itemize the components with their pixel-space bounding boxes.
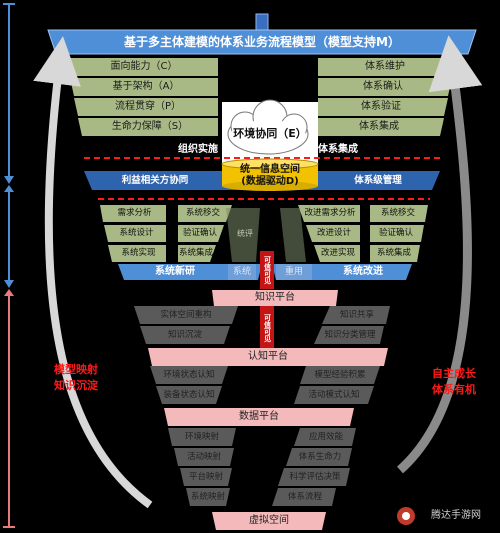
mid-right-item-2: 改进设计 bbox=[316, 228, 351, 239]
band-right-label: 体系级管理 bbox=[354, 175, 402, 187]
cognition-right-1: 模型经验积累 bbox=[314, 369, 366, 380]
watermark-logo bbox=[397, 507, 415, 525]
ghost-mid-label: 系统 bbox=[232, 266, 251, 277]
bar-ghost-left bbox=[228, 264, 256, 280]
data-space-line1: 统一信息空间 bbox=[240, 164, 300, 175]
data-right-3: 科学评估决策 bbox=[289, 471, 341, 482]
middle-ghost-blocks bbox=[226, 208, 306, 262]
data-right-1: 应用效能 bbox=[308, 431, 343, 442]
left-stack-item-1: 面向能力（C） bbox=[110, 61, 178, 72]
data-space-line2: (数据驱动D) bbox=[241, 176, 299, 187]
left-bracket bbox=[3, 3, 15, 528]
cloud-label: 环境协同（E） bbox=[233, 126, 307, 140]
data-left-4: 系统映射 bbox=[190, 491, 225, 502]
cognition-left-1: 环境状态认知 bbox=[163, 369, 215, 380]
org-impl-label: 组织实施 bbox=[178, 144, 218, 155]
data-left-3: 平台映射 bbox=[188, 471, 223, 482]
sys-integ-label: 体系集成 bbox=[318, 144, 358, 155]
mid-left-item-1: 需求分析 bbox=[117, 208, 152, 219]
ghost-right-label: 重用 bbox=[284, 266, 303, 277]
knowledge-left-2: 知识沉淀 bbox=[167, 329, 202, 340]
connector-2 bbox=[260, 306, 274, 350]
platform-virtual bbox=[212, 512, 326, 530]
right-stack-item-2: 体系确认 bbox=[363, 81, 403, 92]
red-right-line1: 自主成长 bbox=[432, 367, 476, 380]
connector-1-label: 可信可见 bbox=[263, 256, 272, 284]
left-stack bbox=[66, 58, 218, 136]
gray-funnel bbox=[134, 306, 390, 506]
cognition-left-2: 装备状态认知 bbox=[163, 389, 215, 400]
diagram-title: 基于多主体建模的体系业务流程模型（模型支持M） bbox=[124, 35, 400, 49]
ghost-left-label: 统评 bbox=[237, 229, 253, 238]
platform-data bbox=[164, 408, 354, 426]
mid-right-inner-3: 系统集成 bbox=[376, 248, 411, 259]
data-left-2: 活动映射 bbox=[186, 451, 221, 462]
left-stack-item-4: 生命力保障（S） bbox=[111, 121, 189, 132]
platform-cognition bbox=[148, 348, 388, 366]
right-cycle-arrow bbox=[397, 35, 483, 474]
cognition-right-2: 活动模式认知 bbox=[308, 389, 360, 400]
red-right-line2: 体系有机 bbox=[432, 383, 476, 396]
mid-left-inner-1: 系统移交 bbox=[185, 208, 220, 219]
platform-knowledge-label: 知识平台 bbox=[255, 292, 295, 303]
connector-2-label: 可信可见 bbox=[263, 314, 272, 342]
mid-left-inner-3: 系统集成 bbox=[178, 248, 213, 259]
knowledge-right-2: 知识分类管理 bbox=[324, 329, 376, 340]
mid-right-inner-1: 系统移交 bbox=[380, 208, 415, 219]
mid-right-inner-2: 验证确认 bbox=[378, 228, 413, 239]
database-icon bbox=[221, 158, 319, 191]
left-cycle-arrow bbox=[33, 36, 153, 509]
right-stack bbox=[318, 58, 456, 136]
data-right-4: 体系流程 bbox=[287, 491, 322, 502]
mid-left-item-3: 系统实现 bbox=[121, 248, 156, 259]
right-stack-item-1: 体系维护 bbox=[365, 61, 405, 72]
watermark-text: 腾达手游网 bbox=[431, 510, 481, 521]
platform-cognition-label: 认知平台 bbox=[248, 351, 288, 362]
cloud-icon bbox=[222, 99, 318, 166]
bar-ghost-right bbox=[276, 264, 312, 280]
data-left-1: 环境映射 bbox=[184, 431, 219, 442]
knowledge-right-1: 知识共享 bbox=[339, 309, 374, 320]
red-left-line2: 知识沉淀 bbox=[54, 379, 98, 392]
red-left-line1: 模型映射 bbox=[54, 363, 98, 376]
platform-virtual-label: 虚拟空间 bbox=[249, 515, 289, 526]
data-right-2: 体系生命力 bbox=[298, 451, 342, 462]
bar-new-label: 系统新研 bbox=[155, 266, 195, 277]
mid-right-item-1: 改进需求分析 bbox=[304, 208, 356, 219]
platform-knowledge bbox=[212, 290, 338, 306]
left-stack-item-3: 流程贯穿（P） bbox=[114, 101, 182, 112]
bar-improve-label: 系统改进 bbox=[343, 266, 383, 277]
bar-new bbox=[118, 264, 262, 280]
mid-right-item-3: 改进实现 bbox=[320, 248, 355, 259]
platform-data-label: 数据平台 bbox=[239, 411, 279, 422]
right-stack-item-3: 体系验证 bbox=[361, 101, 401, 112]
left-stack-item-2: 基于架构（A） bbox=[112, 81, 180, 92]
right-stack-item-4: 体系集成 bbox=[359, 121, 399, 132]
middle-left-blocks bbox=[100, 205, 232, 262]
connector-1 bbox=[260, 251, 274, 289]
band-left-label: 利益相关方协同 bbox=[121, 175, 189, 187]
mid-left-item-2: 系统设计 bbox=[119, 228, 154, 239]
middle-right-blocks bbox=[298, 205, 428, 262]
knowledge-left-1: 实体空间重构 bbox=[160, 309, 212, 320]
mid-left-inner-2: 验证确认 bbox=[182, 228, 217, 239]
